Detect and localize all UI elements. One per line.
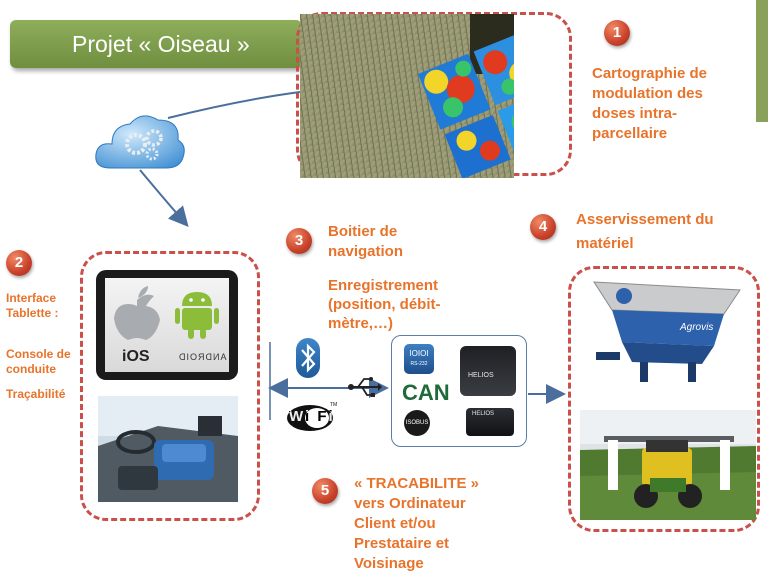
step-5-line: « TRACABILITE »	[354, 475, 480, 492]
tablet-android-label: ANDROID	[178, 352, 227, 362]
heliteq-device: HELIOS	[460, 346, 516, 396]
android-icon	[175, 292, 219, 339]
spreader-brand: Agrovis	[680, 322, 714, 333]
step-5-line: Prestataire et	[354, 535, 450, 552]
step-2-badge: 2	[6, 250, 32, 276]
step-4-line: Asservissement du	[576, 211, 714, 228]
step-5-line: Client et/ou	[354, 515, 436, 532]
heliteq-small-device: HELIOS	[466, 408, 514, 436]
step-4-line: matériel	[576, 235, 634, 252]
wifi-label: Wi Fi	[289, 408, 335, 425]
label-conduite: conduite	[6, 362, 56, 376]
step-1-line: modulation des	[592, 85, 703, 102]
label-console: Console de	[6, 347, 71, 361]
heliteq-small-label: HELIOS	[472, 411, 495, 417]
step-5-line: vers Ordinateur	[354, 495, 466, 512]
interface-frame	[80, 251, 260, 521]
step-1-line: parcellaire	[592, 125, 668, 142]
step-3-sub-line: (position, débit-	[328, 296, 441, 313]
wifi-icon: Wi Fi TM	[286, 402, 338, 432]
io-box-label: IOIOI	[409, 349, 429, 358]
step-4-badge: 4	[530, 214, 556, 240]
devices-box: IOIOI RS-232 CAN ISOBUS HELIOS HELIOS	[391, 335, 527, 447]
tablet-image: iOS ANDROID	[96, 270, 238, 380]
step-1-line: doses intra-	[592, 105, 678, 122]
step-1-text: Cartographie de modulation des doses int…	[592, 64, 707, 144]
spreader-image: Agrovis	[592, 276, 742, 388]
side-accent-strip	[756, 0, 768, 122]
step-5-line: Voisinage	[354, 555, 424, 572]
io-box-sublabel: RS-232	[410, 361, 428, 367]
heliteq-label: HELIOS	[468, 372, 494, 379]
step-1-badge: 1	[604, 20, 630, 46]
label-tablette: Tablette :	[6, 306, 59, 320]
isobus-logo: ISOBUS	[404, 410, 430, 436]
isobus-label: ISOBUS	[405, 420, 429, 426]
apple-icon	[114, 286, 160, 340]
cloud-gears-icon	[92, 108, 188, 174]
step-3-badge: 3	[286, 228, 312, 254]
tablet-ios-label: iOS	[122, 348, 150, 365]
step-2-labels: Interface Tablette : Console de conduite…	[6, 291, 71, 402]
step-3-line: Boitier de	[328, 223, 398, 240]
equipment-frame	[568, 266, 760, 532]
step-5-text: « TRACABILITE » vers Ordinateur Client e…	[354, 474, 479, 574]
usb-icon	[348, 377, 382, 397]
step-3-line: navigation	[328, 243, 404, 260]
wifi-trademark: TM	[330, 402, 338, 408]
step-3-subtext: Enregistrement (position, débit- mètre,……	[328, 276, 440, 333]
can-logo: CAN	[402, 380, 450, 405]
step-4-text: Asservissement du matériel	[576, 208, 714, 256]
page-title: Projet « Oiseau »	[10, 20, 302, 68]
field-map-image	[300, 14, 514, 178]
label-tracabilite: Traçabilité	[6, 387, 66, 401]
step-5-badge: 5	[312, 478, 338, 504]
tractor-cab-image	[98, 396, 238, 502]
vineyard-tractor-image	[580, 410, 756, 520]
step-3-sub-line: mètre,…)	[328, 315, 394, 332]
step-1-line: Cartographie de	[592, 65, 708, 82]
bluetooth-icon	[296, 338, 320, 378]
io-box-device: IOIOI RS-232	[404, 344, 434, 374]
step-3-sub-line: Enregistrement	[328, 277, 439, 294]
label-interface: Interface	[6, 291, 57, 305]
step-3-title: Boitier de navigation	[328, 222, 403, 262]
